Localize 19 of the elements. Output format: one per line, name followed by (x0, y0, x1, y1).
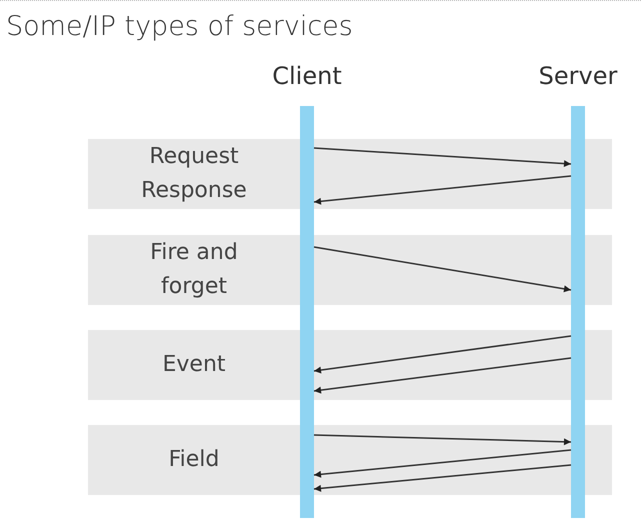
lifeline-label: Client (271, 62, 343, 90)
arrow (314, 357, 572, 394)
service-label: Event (161, 351, 227, 379)
service-label: Fire and forget (149, 239, 239, 301)
arrow (314, 147, 572, 168)
service-label: Field (168, 446, 220, 474)
band (88, 139, 300, 209)
arrow (314, 464, 572, 492)
arrow (314, 175, 572, 205)
band (88, 330, 300, 400)
title: Some/IP types of services (6, 11, 353, 42)
arrow (314, 434, 572, 446)
service-label: Request Response (140, 143, 248, 205)
arrow (314, 449, 572, 478)
arrow (314, 335, 572, 374)
band (88, 425, 300, 495)
lifeline-label: Server (538, 62, 618, 90)
band (88, 235, 300, 305)
arrow (314, 246, 572, 292)
